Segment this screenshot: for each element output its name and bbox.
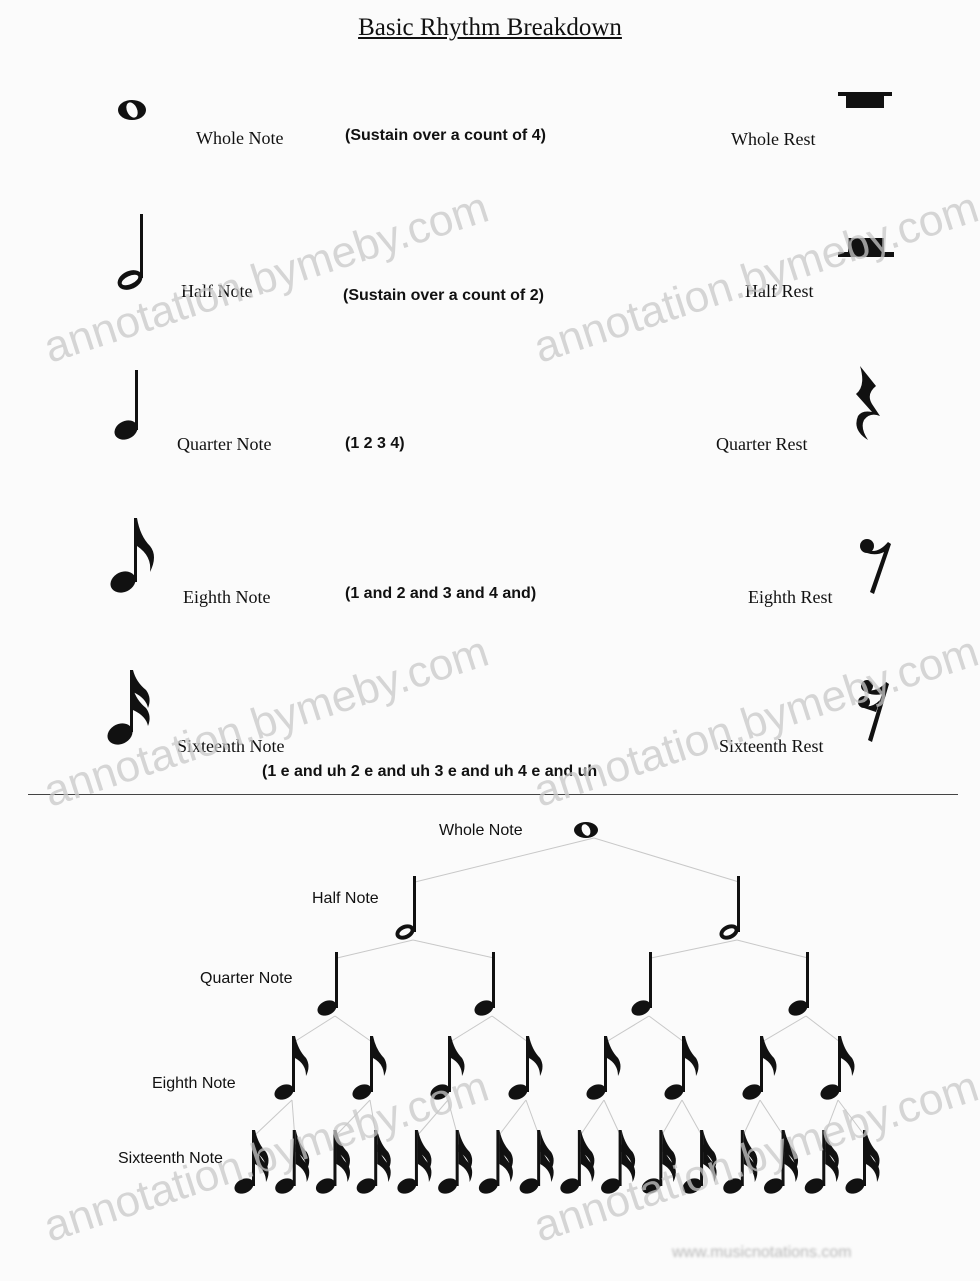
quarter-note-icon (474, 952, 495, 1016)
sixteenth-note-icon (641, 1130, 676, 1194)
tree-label-eighth: Eighth Note (152, 1075, 236, 1092)
sixteenth-note-icon (804, 1130, 839, 1194)
rest-label-sixteenth: Sixteenth Rest (719, 736, 824, 756)
half-note-icon (117, 214, 143, 290)
eighth-rest-icon (860, 539, 891, 594)
sixteenth-rest-icon (858, 680, 889, 742)
eighth-note-icon (820, 1036, 855, 1100)
sixteenth-note-icon (234, 1130, 269, 1194)
half-note-icon (719, 876, 740, 940)
sixteenth-note-icon (107, 670, 150, 745)
count-half: (Sustain over a count of 2) (343, 287, 544, 304)
half-note-icon (395, 876, 416, 940)
sixteenth-note-icon (519, 1130, 554, 1194)
sixteenth-note-icon (601, 1130, 636, 1194)
rest-label-quarter: Quarter Rest (716, 434, 808, 454)
eighth-note-icon (742, 1036, 777, 1100)
eighth-note-icon (352, 1036, 387, 1100)
sixteenth-note-icon (723, 1130, 758, 1194)
quarter-note-icon (317, 952, 338, 1016)
tree-label-quarter: Quarter Note (200, 970, 293, 987)
whole-note-icon (574, 822, 598, 838)
sixteenth-note-icon (763, 1130, 799, 1194)
count-sixteenth: (1 e and uh 2 e and uh 3 e and uh 4 e an… (262, 763, 598, 780)
eighth-note-icon (664, 1036, 699, 1100)
sixteenth-note-icon (275, 1130, 310, 1194)
whole-rest-icon (838, 92, 892, 108)
sixteenth-note-icon (397, 1130, 432, 1194)
sixteenth-note-icon (438, 1130, 473, 1194)
tree-label-half: Half Note (312, 890, 379, 907)
row-label-quarter: Quarter Note (177, 434, 272, 454)
page-title: Basic Rhythm Breakdown (358, 14, 622, 41)
eighth-note-icon (586, 1036, 621, 1100)
rest-label-eighth: Eighth Rest (748, 587, 833, 607)
row-label-eighth: Eighth Note (183, 587, 271, 607)
sixteenth-note-icon (356, 1130, 391, 1194)
footer-url: www.musicnotations.com (672, 1244, 852, 1261)
row-label-half: Half Note (181, 281, 253, 301)
eighth-note-icon (430, 1036, 465, 1100)
count-whole: (Sustain over a count of 4) (345, 127, 546, 144)
quarter-note-icon (788, 952, 809, 1016)
section-divider (28, 794, 958, 795)
sixteenth-note-icon (560, 1130, 595, 1194)
row-label-whole: Whole Note (196, 128, 284, 148)
sixteenth-note-icon (845, 1130, 880, 1194)
row-label-sixteenth: Sixteenth Note (177, 736, 285, 756)
tree-label-sixteenth: Sixteenth Note (118, 1150, 223, 1167)
tree-label-whole: Whole Note (439, 822, 523, 839)
whole-note-icon (118, 100, 146, 120)
sixteenth-note-icon (315, 1130, 350, 1194)
quarter-note-icon (631, 952, 652, 1016)
eighth-note-icon (110, 518, 154, 593)
sixteenth-note-icon (478, 1130, 513, 1194)
half-rest-icon (838, 238, 894, 257)
rest-label-whole: Whole Rest (731, 129, 816, 149)
count-eighth: (1 and 2 and 3 and 4 and) (345, 585, 537, 602)
eighth-note-icon (508, 1036, 543, 1100)
quarter-note-icon (114, 370, 138, 440)
sixteenth-note-icon (682, 1130, 717, 1194)
rest-label-half: Half Rest (745, 281, 814, 301)
count-quarter: (1 2 3 4) (345, 435, 405, 452)
eighth-note-icon (274, 1036, 309, 1100)
quarter-rest-icon (856, 366, 880, 440)
